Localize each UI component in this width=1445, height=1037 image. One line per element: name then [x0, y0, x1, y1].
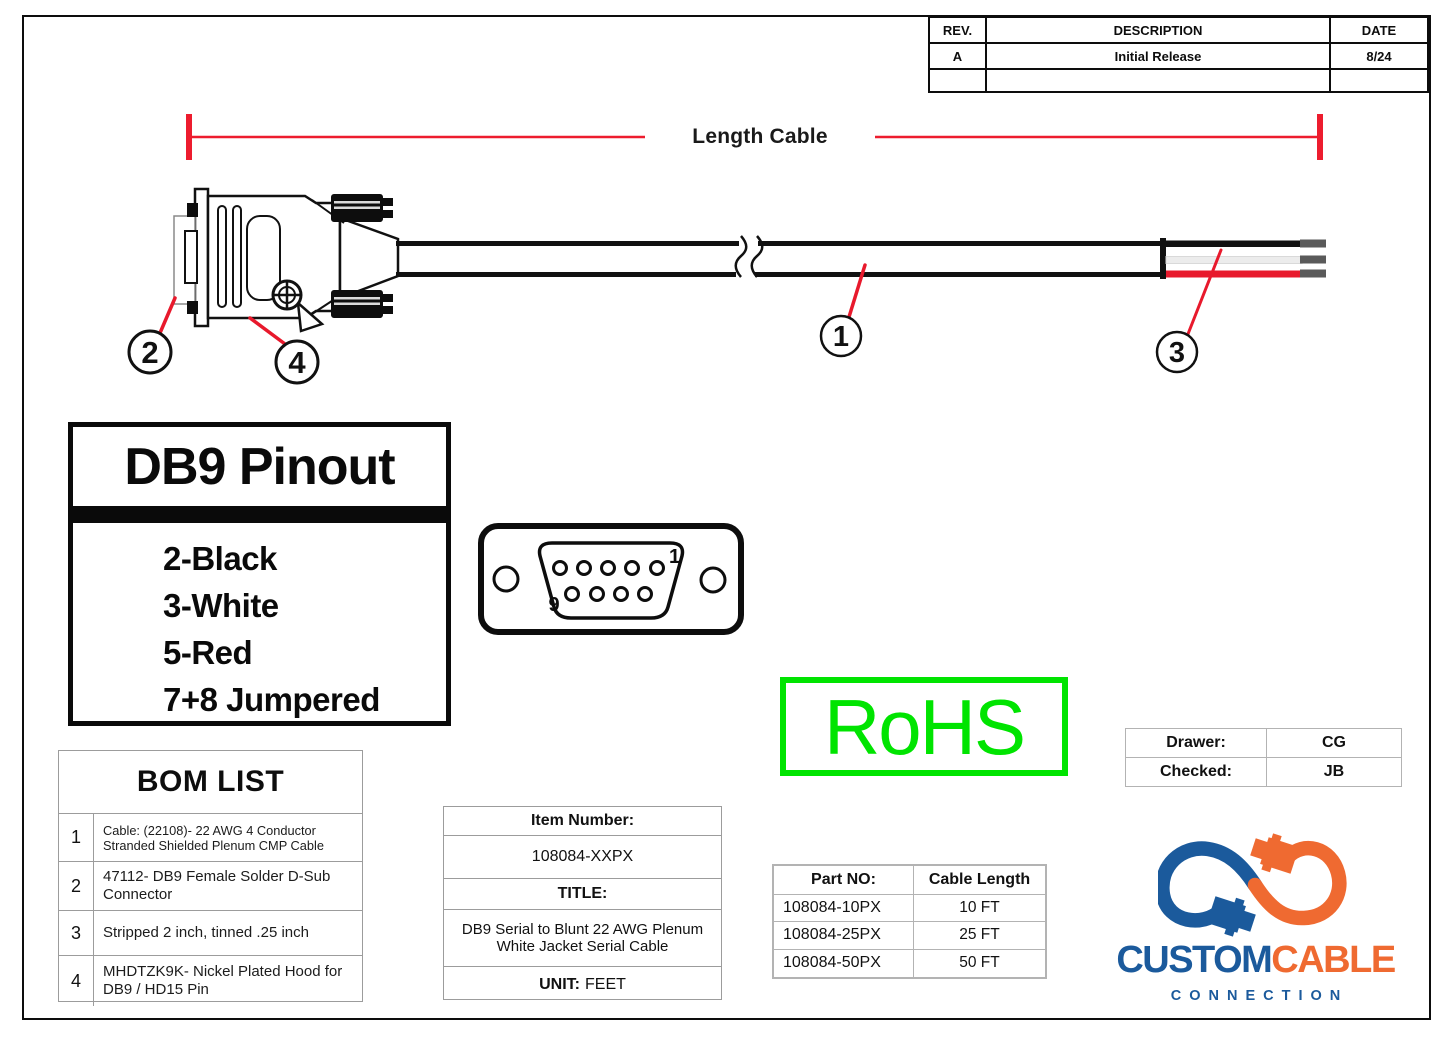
cable-length-header: Cable Length: [914, 866, 1045, 895]
bom-row-3: 3 Stripped 2 inch, tinned .25 inch: [59, 911, 362, 956]
bom-item-number: 1: [59, 814, 94, 861]
approval-table: Drawer: CG Checked: JB: [1125, 728, 1402, 787]
title-label: TITLE:: [444, 879, 721, 910]
length-cable-label: Length Cable: [645, 122, 875, 151]
stripped-wires: [1165, 239, 1326, 278]
part-no-header: Part NO:: [774, 866, 914, 895]
pinout-line: 3-White: [163, 587, 279, 624]
item-title-block: Item Number: 108084-XXPX TITLE: DB9 Seri…: [443, 806, 722, 1000]
date-empty: [1331, 70, 1427, 91]
wire-white-tip: [1300, 255, 1326, 264]
db9-connector-drawing: [173, 187, 400, 333]
callout-1: 1: [833, 321, 849, 353]
part-number-table: Part NO: Cable Length 108084-10PX 10 FT …: [772, 864, 1047, 979]
bom-item-description: 47112- DB9 Female Solder D-Sub Connector: [103, 868, 331, 903]
logo-connection-text: CONNECTION: [1170, 988, 1349, 1004]
cable-assembly-drawing: 2 4 1 3: [127, 114, 1326, 385]
logo-cable-text: CABLE: [1271, 939, 1396, 981]
callout-4: 4: [288, 345, 306, 380]
unit-value: FEET: [585, 976, 626, 993]
part-no-value: 108084-50PX: [774, 949, 914, 977]
db9-pinout-box: DB9 Pinout 2-Black 3-White 5-Red 7+8 Jum…: [68, 422, 451, 726]
unit-row: UNIT: FEET: [444, 967, 721, 1003]
wire-red-tip: [1300, 269, 1326, 278]
part-no-value: 108084-25PX: [774, 922, 914, 950]
cable-length-value: 50 FT: [959, 954, 1000, 972]
bom-item-number: 2: [59, 862, 94, 910]
cable-length-value: 25 FT: [914, 922, 1045, 950]
wire-black: [1166, 240, 1302, 247]
date-header: DATE: [1331, 18, 1427, 44]
pinout-line: 2-Black: [163, 540, 277, 577]
bom-item-number: 4: [59, 956, 94, 1006]
unit-label: UNIT:: [539, 976, 580, 993]
logo-custom-text: CUSTOM: [1116, 939, 1272, 981]
rev-header: REV.: [930, 18, 987, 44]
description-header: DESCRIPTION: [987, 18, 1331, 44]
cable-break-mark: [750, 235, 764, 278]
description-empty: [987, 70, 1331, 91]
bom-item-description: Cable: (22108)- 22 AWG 4 Conductor Stran…: [103, 822, 324, 853]
part-no-value: 108084-10PX: [774, 895, 914, 923]
rohs-compliance-badge: RoHS: [780, 677, 1068, 776]
description-value: Initial Release: [987, 44, 1331, 70]
drawer-value: CG: [1267, 729, 1401, 758]
rev-value: A: [930, 44, 987, 70]
item-number-value: 108084-XXPX: [444, 836, 721, 879]
pin-1-label: 1: [669, 546, 680, 568]
pin-9-label: 9: [548, 594, 559, 616]
rohs-label: RoHS: [823, 682, 1026, 771]
thumbscrew-bottom: [331, 290, 393, 318]
bom-item-number: 3: [59, 911, 94, 955]
bom-list-table: BOM LIST 1 Cable: (22108)- 22 AWG 4 Cond…: [58, 750, 363, 1006]
logo-blue-connector: [1206, 896, 1256, 937]
infinity-cable-logo-icon: [1158, 833, 1347, 937]
drawer-label: Drawer:: [1126, 729, 1267, 758]
pinout-line: 5-Red: [163, 634, 253, 671]
callout-3: 3: [1169, 337, 1185, 369]
db9-pins: [552, 560, 665, 602]
checked-label: Checked:: [1126, 757, 1267, 786]
bom-item-description: MHDTZK9K- Nickel Plated Hood for DB9 / H…: [103, 963, 343, 998]
cable-jacket: [396, 235, 1166, 279]
pinout-line: 7+8 Jumpered: [163, 681, 380, 718]
cable-length-value: 10 FT: [914, 895, 1045, 923]
sheet-border: [22, 15, 1431, 1020]
bom-row-1: 1 Cable: (22108)- 22 AWG 4 Conductor Str…: [59, 814, 362, 862]
revision-table: REV. DESCRIPTION DATE A Initial Release …: [928, 16, 1429, 93]
title-value: DB9 Serial to Blunt 22 AWG Plenum White …: [444, 910, 721, 967]
item-number-label: Item Number:: [444, 807, 721, 836]
wire-black-tip: [1300, 239, 1326, 248]
date-value: 8/24: [1331, 44, 1427, 70]
hood-screw: [271, 279, 325, 333]
bom-row-2: 2 47112- DB9 Female Solder D-Sub Connect…: [59, 862, 362, 911]
rev-empty: [930, 70, 987, 91]
bom-title: BOM LIST: [59, 751, 362, 814]
pinout-divider-bar: [73, 506, 446, 523]
bom-item-description: Stripped 2 inch, tinned .25 inch: [103, 924, 309, 941]
checked-value: JB: [1323, 762, 1345, 780]
pinout-list: 2-Black 3-White 5-Red 7+8 Jumpered: [73, 523, 446, 723]
bom-row-4: 4 MHDTZK9K- Nickel Plated Hood for DB9 /…: [59, 956, 362, 1006]
wire-red: [1166, 270, 1302, 278]
logo-orange-connector: [1250, 833, 1300, 874]
db9-face-icon: 1 9: [478, 523, 744, 635]
logo-wordmark: CUSTOMCABLE: [1083, 940, 1428, 980]
thumbscrew-top: [331, 194, 393, 222]
pinout-title: DB9 Pinout: [124, 437, 395, 496]
callout-2: 2: [141, 335, 158, 370]
wire-white: [1165, 256, 1303, 264]
callout-balloons: 2 4 1 3: [127, 248, 1223, 385]
cable-break-mark: [734, 235, 748, 278]
